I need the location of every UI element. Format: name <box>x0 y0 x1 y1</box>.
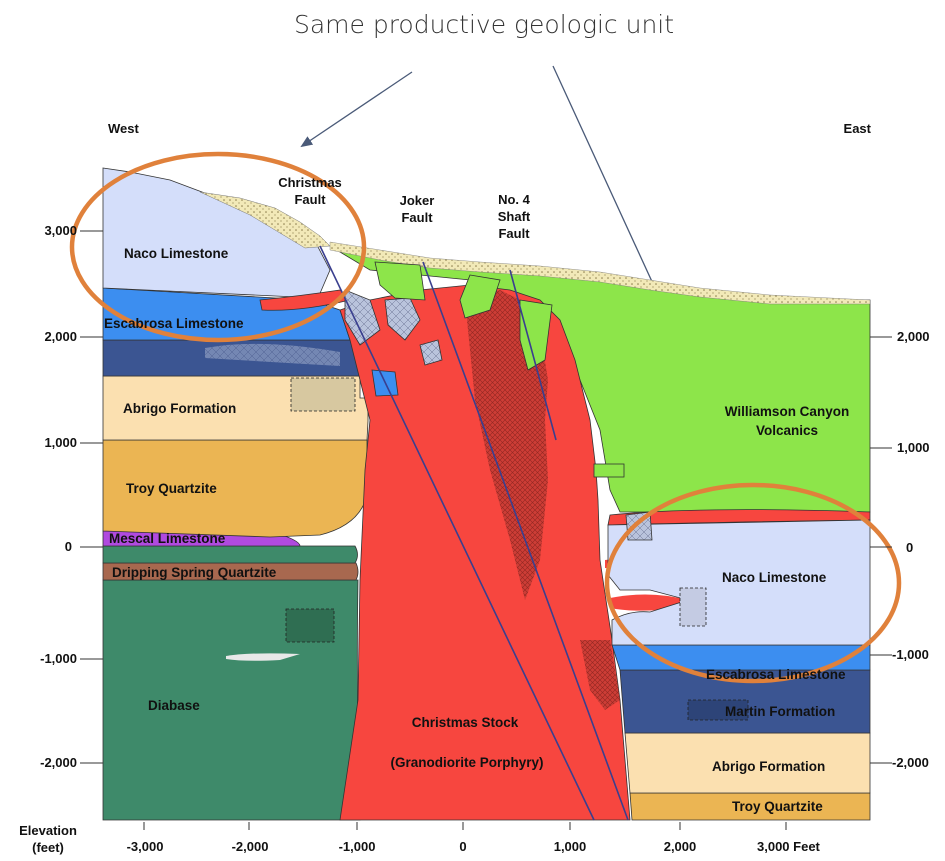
headline: Same productive geologic unit <box>294 10 674 39</box>
central-block <box>259 241 871 821</box>
naco-east-xenolith <box>679 587 707 627</box>
no4-fault-label-line1: No. 4 <box>498 192 531 207</box>
left-tick-label: -1,000 <box>40 651 77 666</box>
label-diabase: Diabase <box>148 698 200 713</box>
volcanic-inclusion-2 <box>459 274 501 319</box>
label-troy-east: Troy Quartzite <box>732 799 823 814</box>
right-tick-label: -2,000 <box>892 755 929 770</box>
bottom-tick-label: -3,000 <box>127 839 164 854</box>
label-williamson-line2: Volcanics <box>756 423 818 438</box>
christmas-fault-line <box>319 245 595 821</box>
bottom-tick-label: 0 <box>459 839 466 854</box>
right-elevation-axis: 2,000 1,000 0 -1,000 -2,000 <box>870 329 930 770</box>
diabase-sill-inclusion <box>226 653 300 661</box>
diabase-xenolith <box>285 608 335 643</box>
joker-fault-label-line1: Joker <box>400 193 435 208</box>
no4-fault-label: No. 4 Shaft Fault <box>498 192 531 241</box>
breccia-fragment-3 <box>419 339 443 366</box>
highlight-oval-east <box>604 482 902 684</box>
no4-fault-label-line3: Fault <box>498 226 530 241</box>
label-naco-east: Naco Limestone <box>722 570 827 585</box>
label-troy-west: Troy Quartzite <box>126 481 217 496</box>
volcanic-inclusion-1 <box>374 261 426 301</box>
joker-fault-line <box>422 261 629 821</box>
east-label: East <box>844 121 872 136</box>
elevation-title-line1: Elevation <box>19 823 77 838</box>
left-tick-label: 1,000 <box>44 435 77 450</box>
joker-fault-label-line2: Fault <box>401 210 433 225</box>
right-tick-label: 1,000 <box>897 440 930 455</box>
right-tick-label: 2,000 <box>897 329 930 344</box>
label-escabrosa-west: Escabrosa Limestone <box>104 316 244 331</box>
label-abrigo-west: Abrigo Formation <box>123 401 236 416</box>
label-granodiorite: (Granodiorite Porphyry) <box>390 755 543 770</box>
west-label: West <box>108 121 139 136</box>
label-martin-east: Martin Formation <box>725 704 835 719</box>
left-tick-label: 0 <box>65 539 72 554</box>
christmas-fault-label-line1: Christmas <box>278 175 342 190</box>
christmas-fault-label: Christmas Fault <box>278 175 342 207</box>
annotation-arrow-west <box>300 71 413 148</box>
label-mescal: Mescal Limestone <box>109 531 226 546</box>
breccia-fragment-1 <box>344 289 381 346</box>
right-tick-label: -1,000 <box>892 647 929 662</box>
left-tick-label: 2,000 <box>44 329 77 344</box>
left-tick-label: 3,000 <box>44 223 77 238</box>
distance-axis: -3,000 -2,000 -1,000 0 1,000 2,000 3,000… <box>127 822 821 854</box>
west-block <box>102 167 376 821</box>
label-naco-west: Naco Limestone <box>124 246 229 261</box>
no4-fault-label-line2: Shaft <box>498 209 531 224</box>
unit-naco-east <box>607 519 871 646</box>
abrigo-xenolith <box>290 377 356 412</box>
highlight-oval-west <box>69 151 367 343</box>
bottom-tick-label: -1,000 <box>339 839 376 854</box>
left-tick-label: -2,000 <box>40 755 77 770</box>
alluvium-surface <box>329 241 871 305</box>
left-elevation-axis: 3,000 2,000 1,000 0 -1,000 -2,000 Elevat… <box>19 223 103 855</box>
label-abrigo-east: Abrigo Formation <box>712 759 825 774</box>
label-christmas-stock: Christmas Stock <box>412 715 519 730</box>
mineralized-zone-2 <box>580 640 620 710</box>
bottom-tick-label: 3,000 Feet <box>757 839 821 854</box>
no4-fault-line <box>509 269 557 441</box>
east-block <box>607 511 871 821</box>
martin-breccia <box>205 343 340 366</box>
bottom-tick-label: 2,000 <box>664 839 697 854</box>
volcanic-inclusion-4 <box>593 463 625 478</box>
unit-dripping-spring <box>102 562 359 581</box>
label-dripping-spring: Dripping Spring Quartzite <box>112 565 277 580</box>
right-tick-label: 0 <box>906 540 913 555</box>
joker-fault-label: Joker Fault <box>400 193 435 225</box>
martin-east-xenolith <box>687 699 749 721</box>
unit-lower-band <box>102 545 358 564</box>
christmas-fault-label-line2: Fault <box>294 192 326 207</box>
label-williamson-line1: Williamson Canyon <box>725 404 849 419</box>
label-escabrosa-east: Escabrosa Limestone <box>706 667 846 682</box>
bottom-tick-label: -2,000 <box>232 839 269 854</box>
elevation-title-line2: (feet) <box>32 840 64 855</box>
alluvium-west <box>199 191 331 249</box>
bottom-tick-label: 1,000 <box>554 839 587 854</box>
